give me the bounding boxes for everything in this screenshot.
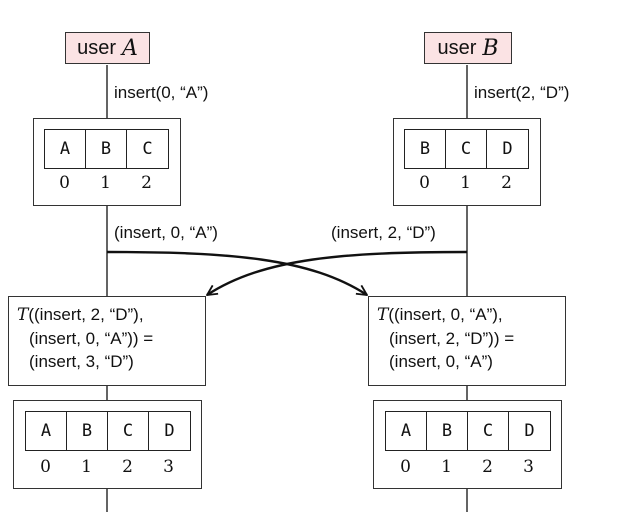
- user-a-transform-line-1: T((insert, 2, “D”),: [17, 303, 197, 327]
- user-b-local-op: insert(2, “D”): [474, 83, 570, 102]
- state-cell: A: [26, 412, 67, 450]
- user-b-state-1: B C D 0 1 2: [393, 118, 541, 206]
- state-index: 3: [163, 457, 174, 477]
- user-b-state-2-cells: A B C D: [385, 411, 551, 451]
- state-index: 1: [460, 173, 471, 193]
- transform-fn: T: [377, 305, 389, 325]
- user-b-state-1-indices: 0 1 2: [404, 173, 527, 193]
- user-b-word: user: [437, 36, 477, 59]
- state-index: 2: [482, 457, 493, 477]
- state-index: 1: [100, 173, 111, 193]
- state-cell: C: [108, 412, 149, 450]
- user-b-state-1-cells: B C D: [404, 129, 529, 169]
- state-cell: D: [502, 139, 513, 159]
- user-a-transform-line-3: (insert, 3, “D”): [29, 352, 134, 371]
- state-index: 0: [419, 173, 430, 193]
- user-b-box: user B: [424, 32, 512, 64]
- state-cell: C: [446, 130, 487, 168]
- state-index: 2: [141, 173, 152, 193]
- state-index: 2: [501, 173, 512, 193]
- user-b-state-2: A B C D 0 1 2 3: [373, 400, 562, 489]
- state-cell: A: [45, 130, 86, 168]
- state-index: 3: [523, 457, 534, 477]
- user-b-var: B: [482, 35, 499, 61]
- user-a-state-2-indices: 0 1 2 3: [25, 457, 189, 477]
- user-a-state-2: A B C D 0 1 2 3: [13, 400, 202, 489]
- user-a-word: user: [77, 36, 116, 59]
- user-a-state-1-indices: 0 1 2: [44, 173, 167, 193]
- user-a-state-1: A B C 0 1 2: [33, 118, 181, 206]
- user-a-state-1-cells: A B C: [44, 129, 169, 169]
- state-index: 0: [59, 173, 70, 193]
- state-cell: B: [67, 412, 108, 450]
- state-cell: C: [468, 412, 509, 450]
- user-b-transform-line-2: (insert, 2, “D”)) =: [389, 329, 515, 348]
- arrow-left-to-right: [106, 250, 367, 295]
- user-b-sent-op: (insert, 2, “D”): [331, 223, 436, 242]
- state-index: 1: [441, 457, 452, 477]
- state-cell: C: [142, 139, 153, 159]
- state-index: 0: [400, 457, 411, 477]
- transform-fn: T: [17, 305, 29, 325]
- state-cell: B: [405, 130, 446, 168]
- user-b-transform-line-1: T((insert, 0, “A”),: [377, 303, 557, 327]
- state-cell: B: [86, 130, 127, 168]
- user-a-var: A: [122, 35, 138, 61]
- user-a-state-2-cells: A B C D: [25, 411, 191, 451]
- user-b-state-2-indices: 0 1 2 3: [385, 457, 549, 477]
- user-a-sent-op: (insert, 0, “A”): [114, 223, 218, 242]
- user-a-local-op: insert(0, “A”): [114, 83, 209, 102]
- user-a-box: user A: [65, 32, 150, 64]
- state-index: 1: [81, 457, 92, 477]
- state-index: 2: [122, 457, 133, 477]
- state-index: 0: [40, 457, 51, 477]
- state-cell: B: [427, 412, 468, 450]
- arrow-right-to-left: [207, 250, 468, 295]
- state-cell: D: [524, 421, 535, 441]
- transform-text: ((insert, 0, “A”),: [388, 305, 503, 324]
- state-cell: D: [164, 421, 175, 441]
- user-a-transform-line-2: (insert, 0, “A”)) =: [29, 329, 154, 348]
- user-b-transform: T((insert, 0, “A”), (insert, 2, “D”)) = …: [368, 296, 566, 386]
- transform-text: ((insert, 2, “D”),: [28, 305, 144, 324]
- user-a-transform: T((insert, 2, “D”), (insert, 0, “A”)) = …: [8, 296, 206, 386]
- state-cell: A: [386, 412, 427, 450]
- user-b-transform-line-3: (insert, 0, “A”): [389, 352, 493, 371]
